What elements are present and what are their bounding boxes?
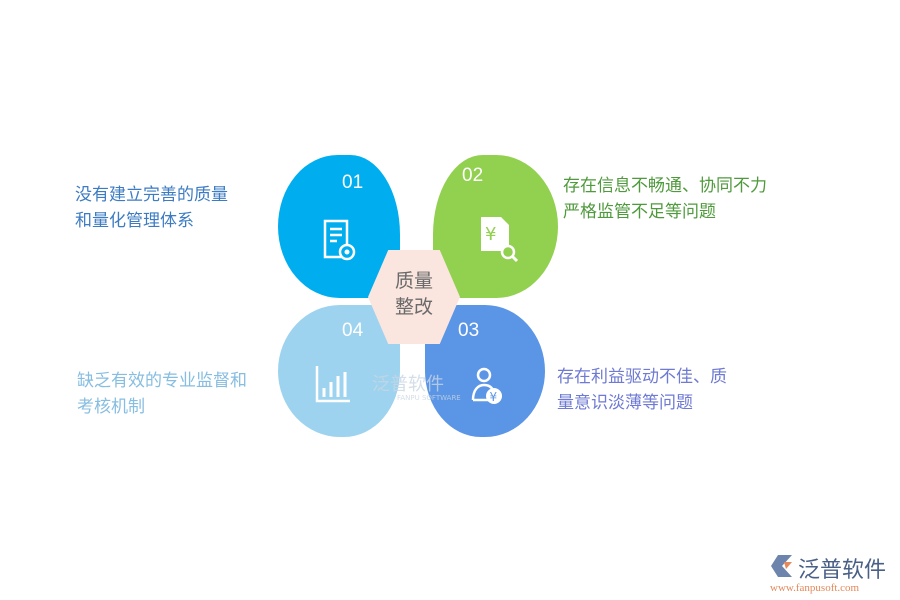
watermark-name: 泛普软件 — [372, 374, 444, 395]
center-label: 质量整改 — [368, 268, 460, 320]
logo-mark-icon — [771, 555, 792, 577]
yuan-document-search-icon: ¥ — [481, 217, 519, 263]
text-04-line1: 缺乏有效的专业监督和 — [77, 371, 247, 391]
bar-chart-icon — [315, 366, 350, 403]
number-04: 04 — [342, 320, 364, 341]
center-line-1: 质量 — [394, 270, 433, 292]
text-04: 缺乏有效的专业监督和考核机制 — [77, 368, 247, 420]
text-03-line1: 存在利益驱动不佳、质 — [557, 367, 727, 387]
svg-text:¥: ¥ — [485, 224, 496, 245]
text-04-line2: 考核机制 — [77, 397, 145, 417]
number-01: 01 — [342, 172, 364, 193]
text-01: 没有建立完善的质量和量化管理体系 — [75, 182, 228, 234]
text-03: 存在利益驱动不佳、质量意识淡薄等问题 — [557, 364, 727, 416]
logo-name: 泛普软件 — [798, 558, 887, 583]
text-02-line1: 存在信息不畅通、协同不力 — [563, 176, 767, 196]
svg-text:¥: ¥ — [490, 390, 498, 404]
number-03: 03 — [458, 320, 480, 341]
certificate-document-icon — [323, 219, 356, 261]
text-01-line2: 和量化管理体系 — [75, 211, 194, 231]
text-01-line1: 没有建立完善的质量 — [75, 185, 228, 205]
center-line-2: 整改 — [394, 296, 433, 318]
text-02-line2: 严格监管不足等问题 — [563, 202, 716, 222]
center-hexagon — [368, 250, 460, 344]
user-yuan-icon: ¥ — [471, 367, 502, 404]
brand-logo: 泛普软件 www.fanpusoft.com — [770, 552, 886, 594]
text-02: 存在信息不畅通、协同不力严格监管不足等问题 — [563, 173, 767, 225]
number-02: 02 — [462, 165, 484, 186]
text-03-line2: 量意识淡薄等问题 — [557, 393, 693, 413]
logo-url: www.fanpusoft.com — [770, 582, 860, 594]
watermark-sub: FANPU SOFTWARE — [397, 394, 461, 402]
petal-04 — [278, 305, 400, 437]
